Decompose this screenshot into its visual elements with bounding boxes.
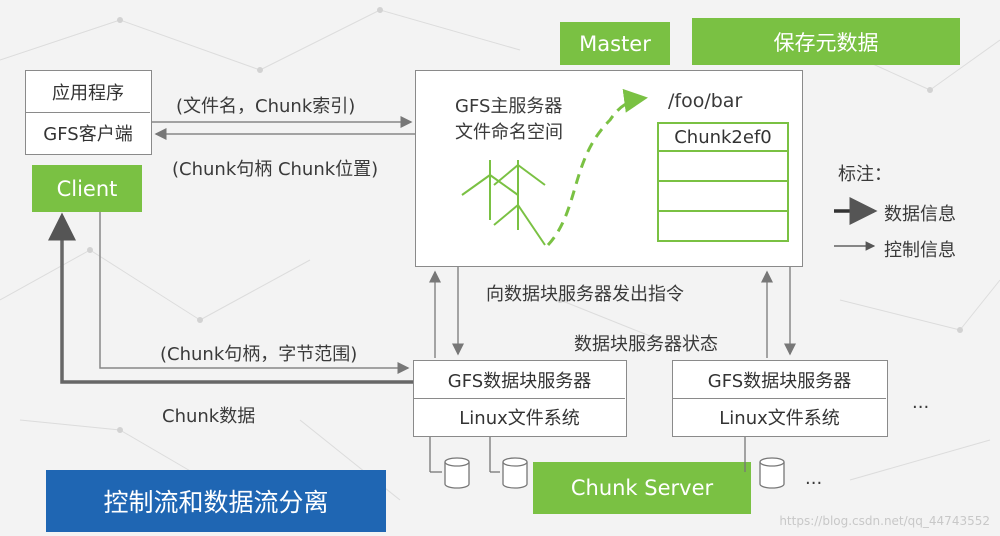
ellipsis-bottom: ... [805, 468, 823, 489]
save-metadata-tag: 保存元数据 [692, 18, 960, 65]
linux-fs-label: Linux文件系统 [719, 408, 840, 429]
response-label: (Chunk句柄 Chunk位置) [172, 159, 379, 180]
chunk-row [657, 152, 789, 182]
legend-title: 标注： [838, 164, 892, 185]
chunk-data-label: Chunk数据 [162, 406, 256, 427]
legend-data-info: 数据信息 [884, 204, 956, 225]
namespace-tree-icon [461, 160, 546, 246]
watermark: https://blog.csdn.net/qq_44743552 [779, 514, 990, 528]
data-request-arrow [99, 212, 410, 374]
namespace-label: 文件命名空间 [455, 122, 563, 143]
disk-icon [429, 437, 528, 489]
chunkserver-label: GFS数据块服务器 [414, 361, 625, 399]
path-lookup-arrow [546, 88, 648, 247]
chunkserver-box-2: GFS数据块服务器 Linux文件系统 [672, 360, 888, 437]
chunk-table: Chunk2ef0 [657, 122, 789, 242]
data-request-label: (Chunk句柄，字节范围) [160, 344, 358, 365]
disk-icon [744, 437, 785, 489]
chunk-row [657, 212, 789, 242]
client-box: 应用程序 GFS客户端 [25, 70, 152, 155]
master-title: GFS主服务器 [455, 96, 563, 117]
chunkserver-box-1: GFS数据块服务器 Linux文件系统 [413, 360, 627, 437]
instruction-label: 向数据块服务器发出指令 [486, 284, 684, 305]
request-label: (文件名，Chunk索引) [176, 96, 356, 117]
status-label: 数据块服务器状态 [574, 334, 718, 355]
client-tag: Client [32, 165, 142, 212]
legend-control-info: 控制信息 [884, 240, 956, 261]
chunkserver-label: GFS数据块服务器 [673, 361, 886, 399]
ellipsis-right: ... [912, 392, 930, 413]
file-path: /foo/bar [668, 90, 743, 112]
chunk-row [657, 182, 789, 212]
gfs-client-label: GFS客户端 [43, 124, 133, 145]
master-tag: Master [560, 22, 670, 65]
chunkserver-tag: Chunk Server [533, 462, 751, 514]
linux-fs-label: Linux文件系统 [459, 408, 580, 429]
chunk-row: Chunk2ef0 [657, 122, 789, 152]
chunk-data-arrow [48, 212, 413, 384]
application-label: 应用程序 [26, 71, 150, 113]
control-data-separation-tag: 控制流和数据流分离 [46, 470, 386, 532]
